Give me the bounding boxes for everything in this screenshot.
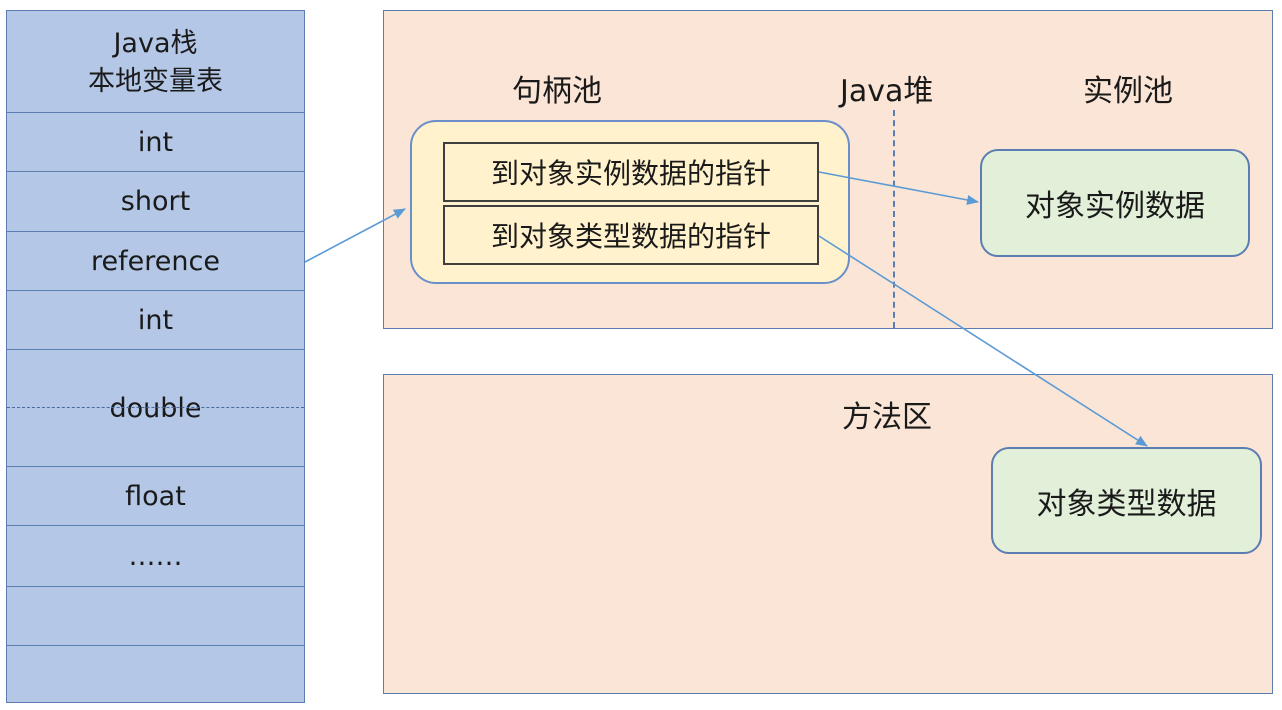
handle-pool-label: 句柄池 (512, 74, 602, 109)
stack-title: Java栈 本地变量表 (7, 11, 304, 113)
stack-slot-double: double (7, 350, 304, 467)
reference-arrow (304, 208, 406, 263)
stack-slot-reference: reference (7, 232, 304, 291)
pointer-to-instance-data: 到对象实例数据的指针 (443, 142, 819, 202)
double-split-line (7, 407, 304, 408)
java-heap-label: Java堆 (840, 74, 934, 109)
method-area-label: 方法区 (842, 400, 932, 435)
stack-slot-int-2: int (7, 291, 304, 350)
stack-title-line2: 本地变量表 (88, 65, 223, 97)
stack-slot-empty-1 (7, 587, 304, 646)
heap-divider (893, 110, 895, 328)
stack-slot-int: int (7, 113, 304, 172)
instance-pointer-arrow (818, 171, 979, 205)
pointer-to-type-data: 到对象类型数据的指针 (443, 205, 819, 265)
stack-slot-ellipsis: …… (7, 526, 304, 587)
type-data-box: 对象类型数据 (991, 447, 1262, 554)
stack-slot-float: float (7, 467, 304, 526)
type-pointer-arrow (818, 235, 1148, 447)
instance-pool-label: 实例池 (1083, 74, 1173, 109)
instance-data-box: 对象实例数据 (980, 149, 1250, 257)
stack-title-line1: Java栈 (113, 27, 198, 59)
stack-slot-short: short (7, 172, 304, 232)
java-stack: Java栈 本地变量表 int short reference int doub… (6, 10, 305, 703)
